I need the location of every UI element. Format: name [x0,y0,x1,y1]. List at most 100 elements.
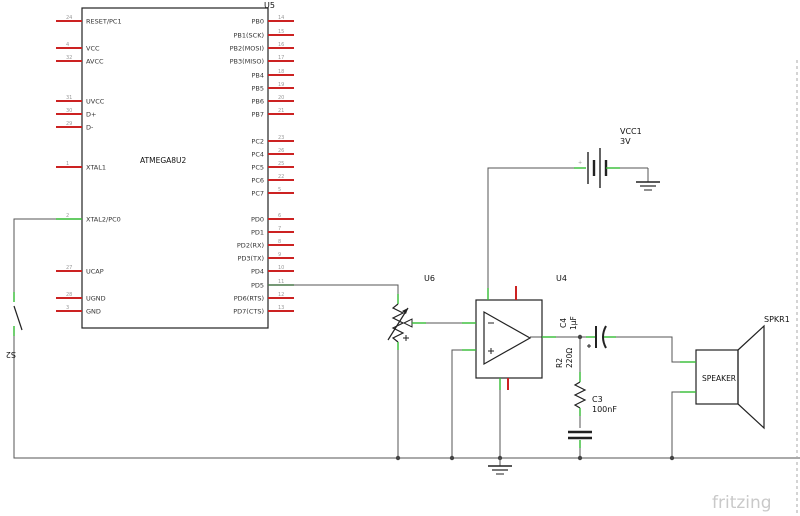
pin-label: PB3(MISO) [230,58,264,66]
pin-number: 6 [278,213,281,219]
pin-number: 29 [66,121,72,127]
pin-label: PD2(RX) [237,242,264,250]
fritzing-brand: fritzing [712,493,772,513]
pin-label: UVCC [86,98,105,106]
pin-number: 23 [278,135,284,141]
pin-label: PC6 [251,177,264,185]
pin-label: PB5 [251,85,264,93]
pin-label: RESET/PC1 [86,18,122,26]
pin-label: PD6(RTS) [234,295,264,303]
pin-label: GND [86,308,101,316]
battery-ref: VCC1 [620,127,642,136]
r2-value: 220Ω [565,348,574,368]
potentiometer-u6[interactable]: U6 [387,274,435,350]
pin-number: 14 [278,15,284,21]
pin-label: PB0 [251,18,264,26]
capacitor-c4[interactable]: C4 1µF [559,316,616,349]
resistor-r2[interactable]: R2 220Ω [555,348,587,416]
pin-number: 7 [278,226,281,232]
switch-blade [13,305,23,331]
pin-label: VCC [86,45,100,53]
pin-number: 30 [66,108,72,114]
c4-plate-curved [602,325,607,349]
pin-number: 28 [66,292,72,298]
wire-pd5-pot [268,284,399,302]
speaker-cone [737,324,765,430]
wire-speaker-gnd [671,391,696,458]
pin-label: PD4 [251,268,264,276]
battery-value: 3V [620,137,631,146]
battery-vcc1[interactable]: VCC1 3V + [574,127,642,188]
opamp-ref: U4 [556,274,567,283]
opamp-u4[interactable]: U4 [462,274,567,390]
pin-number: 32 [66,55,72,61]
wire-c4-speaker [612,336,696,363]
pin-number: 24 [66,15,72,21]
pin-label: PB2(MOSI) [230,45,264,53]
pin-number: 21 [278,108,284,114]
pot-arrow-line [387,307,409,341]
pin-number: 2 [66,213,69,219]
pin-label: PC2 [251,138,264,146]
pin-number: 8 [278,239,281,245]
wire-opamp-plus [451,349,476,458]
svg-text:+: + [578,160,582,166]
c3-value: 100nF [592,405,617,414]
pin-number: 3 [66,305,69,311]
pin-label: PD5 [251,282,264,290]
wire-battery-opamp [487,167,578,300]
pin-label: D+ [86,111,96,119]
wire-xtal2-switch [13,218,56,300]
pin-number: 26 [278,148,284,154]
pin-label: D- [86,124,94,132]
speaker-spkr1[interactable]: SPKR1 SPEAKER [680,315,790,430]
switch-s2[interactable]: S2 [6,292,23,359]
c3-ref: C3 [592,395,603,404]
pin-label: PC7 [251,190,264,198]
mcu-ref: U5 [264,1,275,10]
speaker-ref: SPKR1 [764,315,790,324]
pin-number: 15 [278,29,284,35]
pin-label: UGND [86,295,106,303]
capacitor-c3[interactable]: C3 100nF [568,395,617,448]
speaker-label: SPEAKER [702,374,736,383]
switch-ref: S2 [6,350,16,359]
pin-label: PB1(SCK) [233,32,264,40]
pin-label: UCAP [86,268,104,276]
ground-main [488,458,512,475]
pin-label: XTAL2/PC0 [86,216,121,224]
